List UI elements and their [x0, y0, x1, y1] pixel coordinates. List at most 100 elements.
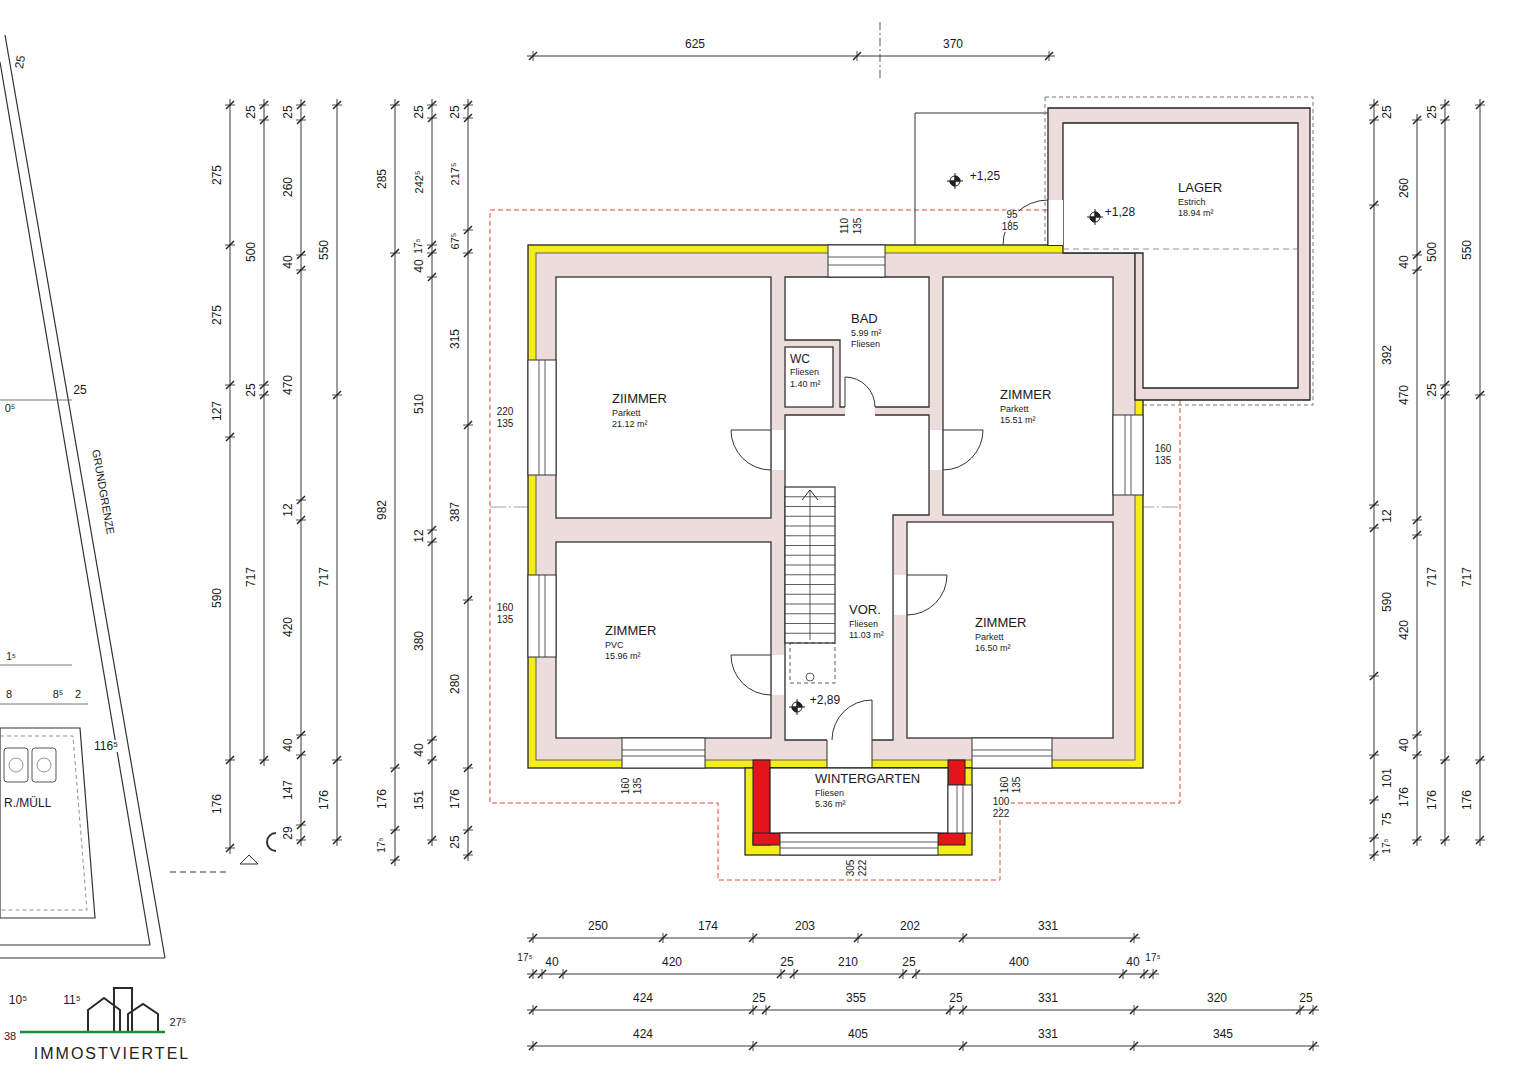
dimension-tick [1413, 751, 1421, 759]
dimension-tick [333, 391, 341, 399]
dimension-tick [297, 821, 305, 829]
room-name: R./MÜLL [4, 796, 51, 810]
room: ZIMMERParkett15.51 m² [943, 277, 1113, 515]
level-quadrant [1095, 212, 1100, 217]
room-floor [907, 522, 1113, 738]
dimension-tick [1130, 934, 1138, 942]
dimension-label: 305 [846, 859, 856, 878]
dimension-tick [1476, 756, 1484, 764]
dimension-tick [790, 970, 798, 978]
dimension-label: 29 [282, 825, 294, 840]
dimension-tick [391, 856, 399, 864]
window-pane [828, 265, 885, 266]
wall-section [753, 760, 770, 845]
room: WINTERGARTENFliesen5.36 m² [770, 768, 948, 833]
room-floor [556, 277, 771, 518]
dimension-tick [260, 756, 268, 764]
room-detail: Fliesen [790, 367, 819, 378]
dimension-label: 176 [376, 788, 388, 810]
dimension-tick [297, 116, 305, 124]
dimension-tick [428, 736, 436, 744]
dimension-line [395, 99, 396, 866]
door-opening [827, 739, 872, 769]
dimension-tick [333, 101, 341, 109]
room-floor [556, 542, 771, 738]
dimension-label: 67⁵ [450, 232, 461, 251]
dimension-tick [297, 101, 305, 109]
room-name: ZIMMER [1000, 387, 1051, 403]
room-name: ZIIMMER [612, 391, 667, 407]
waste-bin [4, 748, 28, 782]
dimension-label: 420 [661, 956, 683, 968]
dimension-label: 160 [496, 603, 515, 613]
dimension-label: 176 [1426, 789, 1438, 811]
dimension-tick [391, 826, 399, 834]
dimension-label: 135 [496, 419, 515, 429]
level-marker [1087, 209, 1103, 225]
dimension-tick [391, 101, 399, 109]
dimension-label: +2,89 [809, 694, 841, 706]
dimension-label: 331 [1037, 920, 1059, 932]
door-opening [845, 406, 875, 416]
room: ZIIMMERParkett21.12 m² [556, 277, 771, 518]
room-name: VOR. [849, 602, 881, 618]
window-pane [780, 848, 938, 849]
property-boundary [0, 62, 150, 945]
dimension-label: 25 [245, 104, 257, 119]
room-detail: Fliesen [851, 339, 880, 350]
dimension-label: 176 [211, 793, 223, 815]
room: ZIMMERPVC15.96 m² [556, 542, 771, 738]
level-cross [797, 699, 798, 715]
door-swing [731, 430, 771, 470]
dimension-tick [777, 970, 785, 978]
dimension-label: 25 [948, 992, 963, 1004]
window [528, 575, 556, 657]
dimension-tick [899, 970, 907, 978]
dimension-tick [1370, 524, 1378, 532]
room-floor [785, 277, 929, 407]
dimension-label: 176 [318, 789, 330, 811]
dimension-tick [854, 934, 862, 942]
window [972, 738, 1052, 768]
wall-section [753, 833, 780, 845]
walking-line [810, 490, 811, 640]
stair-outline [785, 487, 835, 643]
dimension-line [527, 1046, 1319, 1047]
room-detail: 1.40 m² [790, 379, 821, 390]
dimension-label: 25 [449, 104, 461, 119]
overlap-line [1063, 249, 1298, 250]
dimension-tick [260, 101, 268, 109]
north-marker [240, 855, 258, 864]
door-opening [1048, 200, 1063, 245]
dimension-tick [1413, 531, 1421, 539]
dimension-label: 424 [632, 1028, 654, 1040]
dimension-label: 331 [1037, 1028, 1059, 1040]
level-quadrant [792, 707, 797, 712]
insulation-layer [745, 768, 972, 855]
dimension-label: 40 [1125, 956, 1140, 968]
dimension-label: 174 [697, 920, 719, 932]
dimension-tick [959, 1042, 967, 1050]
dimension-label: 116⁵ [93, 740, 119, 752]
dimension-label: 185 [1001, 222, 1020, 232]
room-name: ZIMMER [605, 623, 656, 639]
window [828, 245, 885, 277]
dimension-tick [1370, 751, 1378, 759]
dimension-label: 260 [282, 176, 294, 198]
dimension-label: 25 [72, 384, 87, 396]
dimension-label: 135 [633, 777, 643, 796]
waste-bin [37, 758, 51, 772]
dimension-tick [464, 851, 472, 859]
dimension-tick [464, 249, 472, 257]
room-detail: 5.99 m² [851, 328, 882, 339]
dimension-tick [226, 756, 234, 764]
room-name: LAGER [1178, 180, 1222, 196]
terrace-outline [915, 113, 1048, 245]
dimension-label: 127 [211, 400, 223, 422]
room-detail: 16.50 m² [975, 643, 1011, 654]
dimension-label: 260 [1398, 177, 1410, 199]
dimension-label: 40 [544, 956, 559, 968]
dimension-tick [428, 273, 436, 281]
room-detail: PVC [605, 640, 624, 651]
dimension-label: 25 [751, 992, 766, 1004]
